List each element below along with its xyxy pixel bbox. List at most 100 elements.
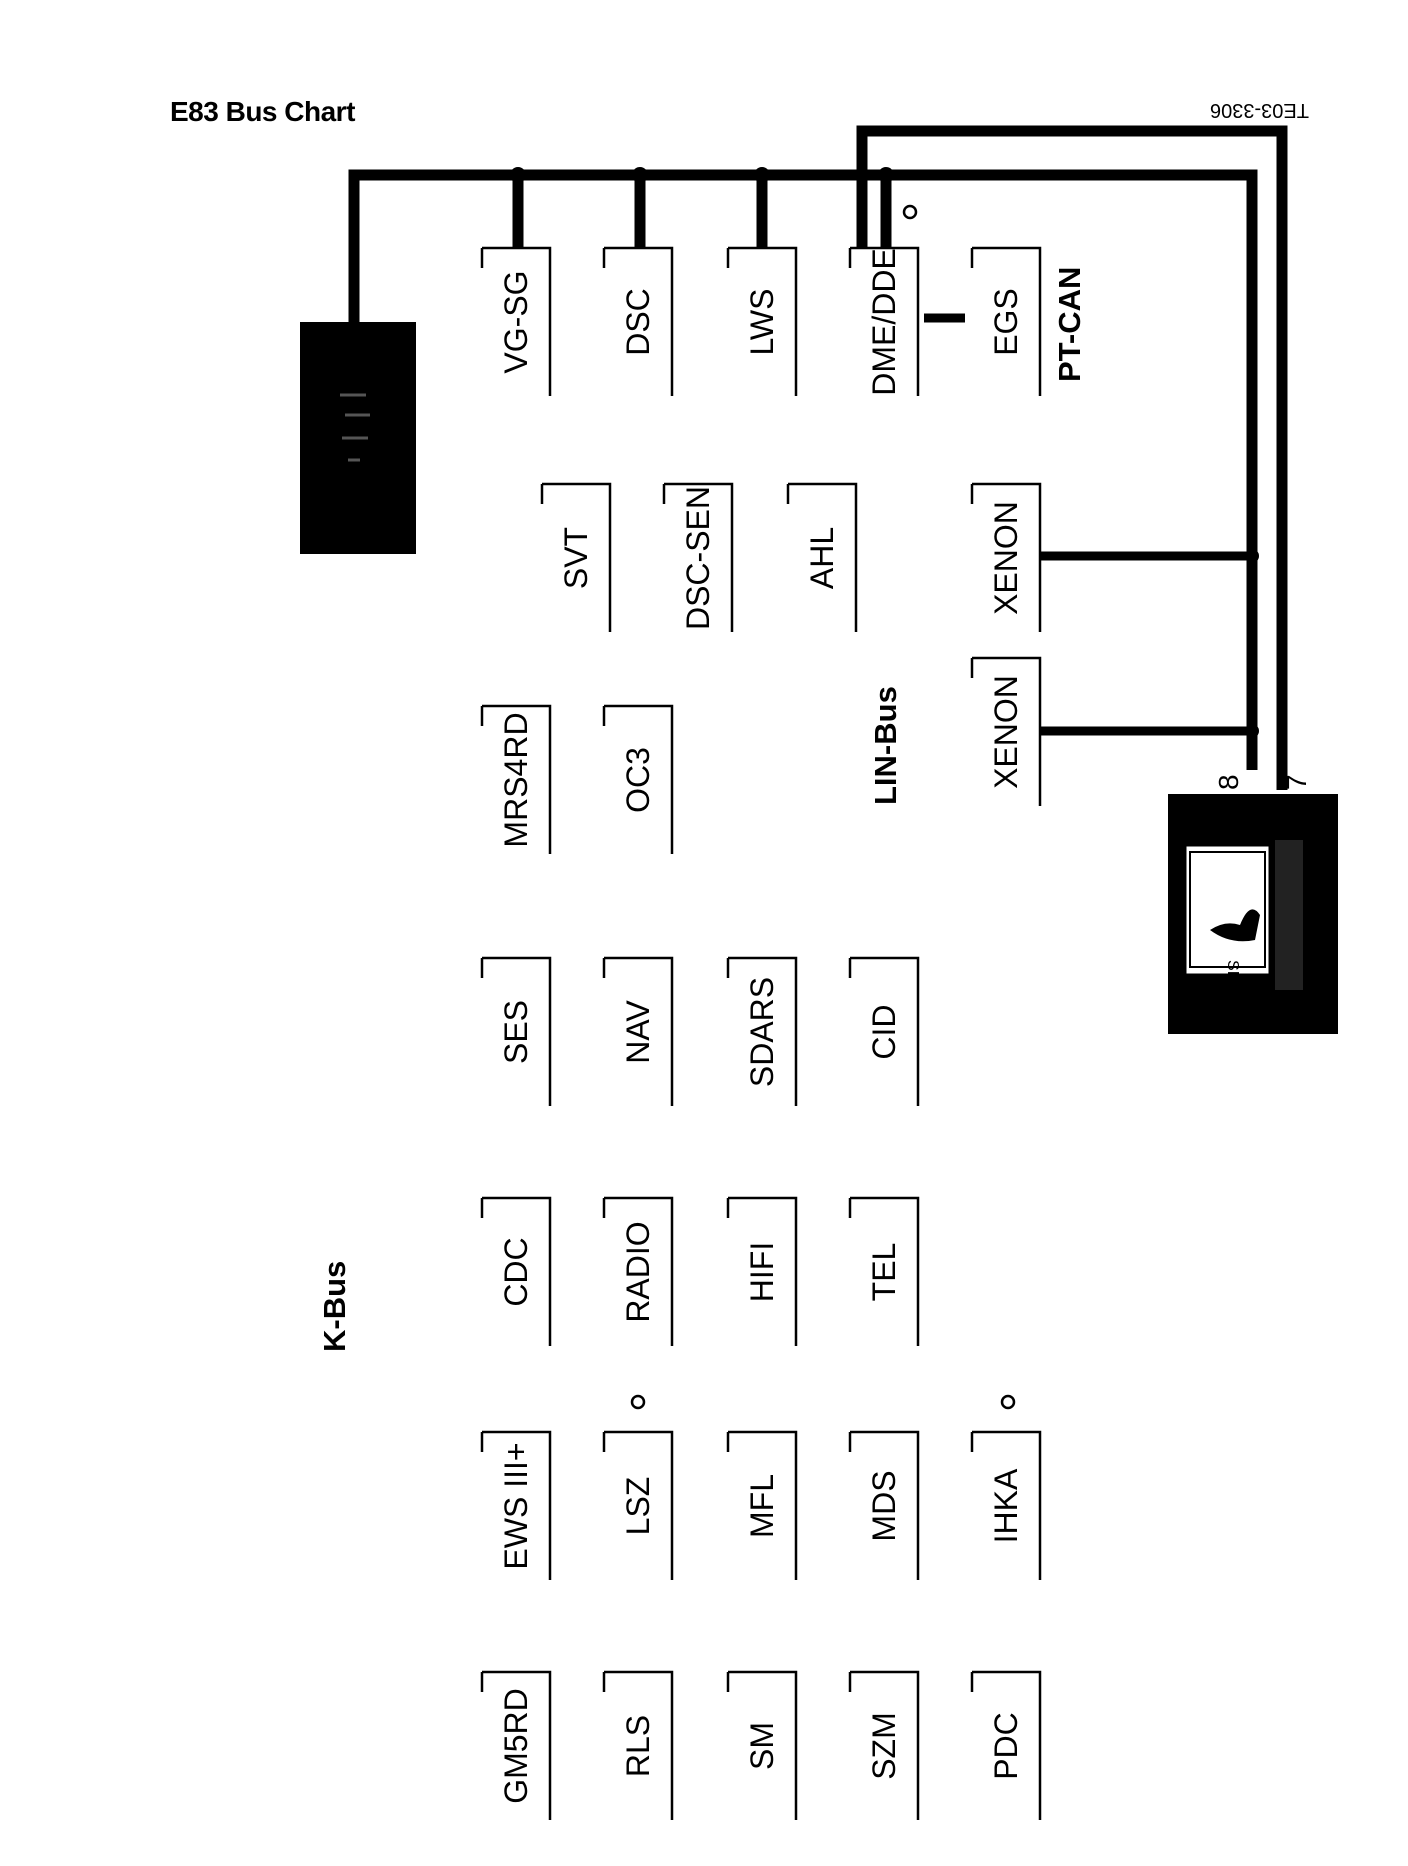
module-label: AHL — [804, 527, 840, 589]
module-label: PDC — [988, 1712, 1024, 1780]
module-bracket — [482, 246, 552, 396]
module-bracket — [604, 246, 674, 396]
module-hifi-group_c2: HIFI — [726, 1196, 798, 1346]
module-cdc-group_c0: CDC — [480, 1196, 552, 1346]
module-mds-group_d3: MDS — [848, 1430, 920, 1580]
module-cid-group_b3: CID — [848, 956, 920, 1106]
bus-junctions — [510, 167, 1259, 738]
module-label: DME/DDE — [866, 248, 902, 396]
module-label: XENON — [988, 675, 1024, 789]
module-label: SZM — [866, 1712, 902, 1780]
module-tel-group_c3: TEL — [848, 1196, 920, 1346]
module-bracket — [972, 246, 1042, 396]
module-gm5rd-group_e0: GM5RD — [480, 1670, 552, 1820]
module-ihka-group_d4: IHKA — [970, 1430, 1042, 1580]
module-label: RADIO — [620, 1221, 656, 1322]
module-label: LSZ — [620, 1477, 656, 1536]
module-dsc-1: DSC — [602, 246, 674, 396]
module-bracket — [850, 1196, 920, 1346]
module-bracket — [728, 1430, 798, 1580]
module-lsz-group_d1: LSZ — [602, 1430, 674, 1580]
module-bracket — [482, 956, 552, 1106]
gateway-module — [300, 322, 416, 554]
module-label: SM — [744, 1722, 780, 1770]
module-bracket — [850, 246, 920, 396]
module-svt-0: SVT — [540, 482, 612, 632]
module-label: GM5RD — [498, 1688, 534, 1804]
module-bracket — [482, 704, 552, 854]
module-label: MDS — [866, 1470, 902, 1541]
module-bracket — [664, 482, 734, 632]
module-nav-group_b1: NAV — [602, 956, 674, 1106]
module-label: EWS III+ — [498, 1442, 534, 1569]
module-bracket — [972, 656, 1042, 806]
module-szm-group_e3: SZM — [848, 1670, 920, 1820]
module-bracket — [604, 1670, 674, 1820]
module-label: EGS — [988, 288, 1024, 356]
module-bracket — [972, 1430, 1042, 1580]
module-sm-group_e2: SM — [726, 1670, 798, 1820]
module-radio-group_c1: RADIO — [602, 1196, 674, 1346]
module-mrs4rd-group_a0: MRS4RD — [480, 704, 552, 854]
pt-can-label: PT-CAN — [1052, 267, 1087, 382]
module-label: DSC — [620, 288, 656, 356]
module-sdars-group_b2: SDARS — [726, 956, 798, 1106]
module-label: CID — [866, 1004, 902, 1059]
module-xenon-3: XENON — [970, 482, 1042, 632]
module-bracket — [850, 1670, 920, 1820]
pt-can-wiring — [348, 169, 1258, 770]
module-bracket — [728, 246, 798, 396]
module-rls-group_e1: RLS — [602, 1670, 674, 1820]
module-label: LWS — [744, 289, 780, 356]
module-bracket — [850, 1430, 920, 1580]
module-label: MRS4RD — [498, 712, 534, 847]
module-bracket — [542, 482, 612, 632]
module-label: RLS — [620, 1715, 656, 1777]
sig-display-icon: SIG — [1183, 840, 1303, 990]
module-bracket — [788, 482, 858, 632]
module-bracket — [972, 1670, 1042, 1820]
module-bracket — [972, 482, 1042, 632]
module-label: CDC — [498, 1237, 534, 1306]
module-xenon-lin: XENON — [970, 656, 1042, 806]
display-unit: SIG — [1168, 794, 1338, 1034]
module-label: IHKA — [988, 1468, 1024, 1543]
module-label: TEL — [866, 1243, 902, 1302]
module-bracket — [728, 1196, 798, 1346]
lin-bus-label: LIN-Bus — [868, 686, 903, 805]
module-bracket — [850, 956, 920, 1106]
outer-bus-wiring — [856, 125, 1288, 790]
module-oc3-group_a1: OC3 — [602, 704, 674, 854]
k-bus-label: K-Bus — [317, 1261, 352, 1352]
module-label: HIFI — [744, 1242, 780, 1302]
module-mfl-group_d2: MFL — [726, 1430, 798, 1580]
svg-text:SIG: SIG — [1224, 960, 1241, 988]
module-ses-group_b0: SES — [480, 956, 552, 1106]
module-boxes: VG-SG DSC LWS DME/DDE EGS SVT DSC-SEN AHL XENON X… — [480, 246, 1042, 1820]
module-label: NAV — [620, 1000, 656, 1064]
module-bracket — [604, 1430, 674, 1580]
pin-7-label: 7 — [1281, 774, 1312, 790]
option-markers — [630, 204, 1016, 1410]
module-bracket — [728, 1670, 798, 1820]
module-label: SES — [498, 1000, 534, 1064]
page-title: E83 Bus Chart — [170, 96, 355, 127]
module-ahl-2: AHL — [786, 482, 858, 632]
gateway-label-icon — [340, 393, 370, 462]
module-egs-4: EGS — [970, 246, 1042, 396]
module-bracket — [604, 956, 674, 1106]
module-ews-iii-group_d0: EWS III+ — [480, 1430, 552, 1580]
module-label: VG-SG — [498, 270, 534, 373]
module-bracket — [482, 1430, 552, 1580]
module-bracket — [728, 956, 798, 1106]
lin-bus-wiring — [924, 313, 1252, 736]
module-label: MFL — [744, 1474, 780, 1538]
module-bracket — [604, 1196, 674, 1346]
module-bracket — [482, 1670, 552, 1820]
pin-8-label: 8 — [1213, 774, 1244, 790]
module-dsc-sen-1: DSC-SEN — [662, 482, 734, 632]
module-dme-dde-3: DME/DDE — [848, 246, 920, 396]
module-label: DSC-SEN — [680, 486, 716, 630]
module-label: OC3 — [620, 747, 656, 813]
